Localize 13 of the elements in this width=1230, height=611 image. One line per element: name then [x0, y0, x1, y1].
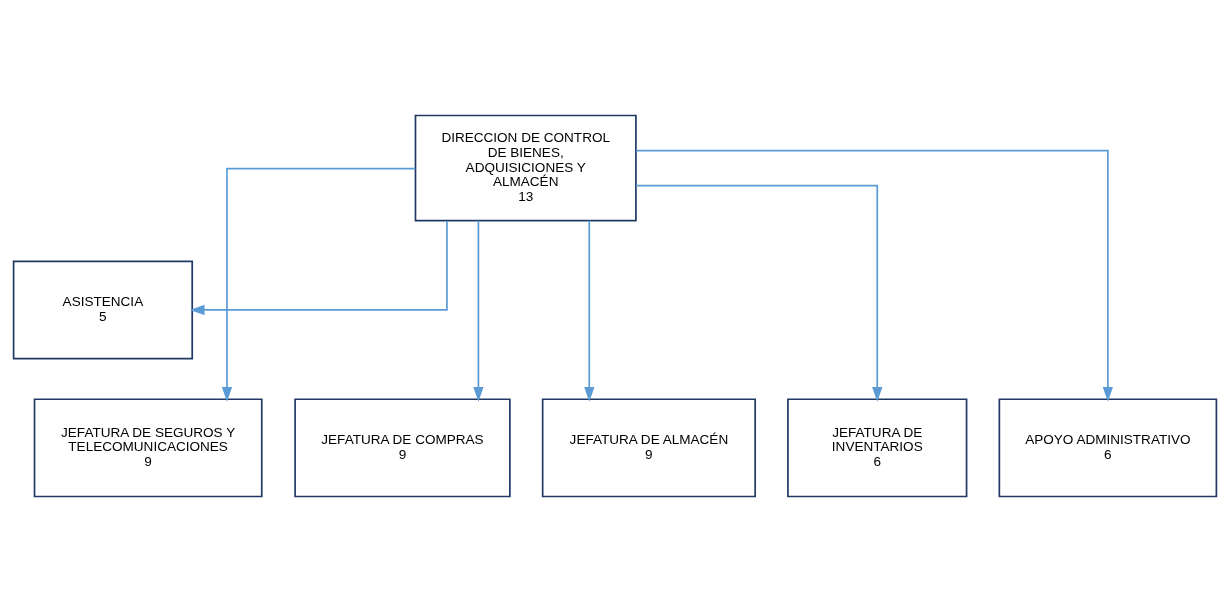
arrow — [584, 219, 595, 402]
arrow — [635, 149, 1114, 402]
arrow — [473, 219, 484, 402]
node-box: JEFATURA DE INVENTARIOS 6 — [787, 397, 968, 497]
arrow — [635, 184, 883, 402]
node-box: ASISTENCIA 5 — [12, 260, 194, 359]
node-box: APOYO ADMINISTRATIVO 6 — [998, 397, 1218, 497]
node-box: JEFATURA DE ALMACÉN 9 — [541, 397, 756, 497]
node-box: DIRECCION DE CONTROL DE BIENES, ADQUISICIONES Y ALMACÉN 13 — [414, 114, 637, 221]
node-box: JEFATURA DE SEGUROS Y TELECOMUNICACIONES 9 — [33, 397, 263, 497]
arrow — [189, 219, 448, 315]
node-box: JEFATURA DE COMPRAS 9 — [294, 397, 511, 497]
arrow — [221, 167, 417, 402]
